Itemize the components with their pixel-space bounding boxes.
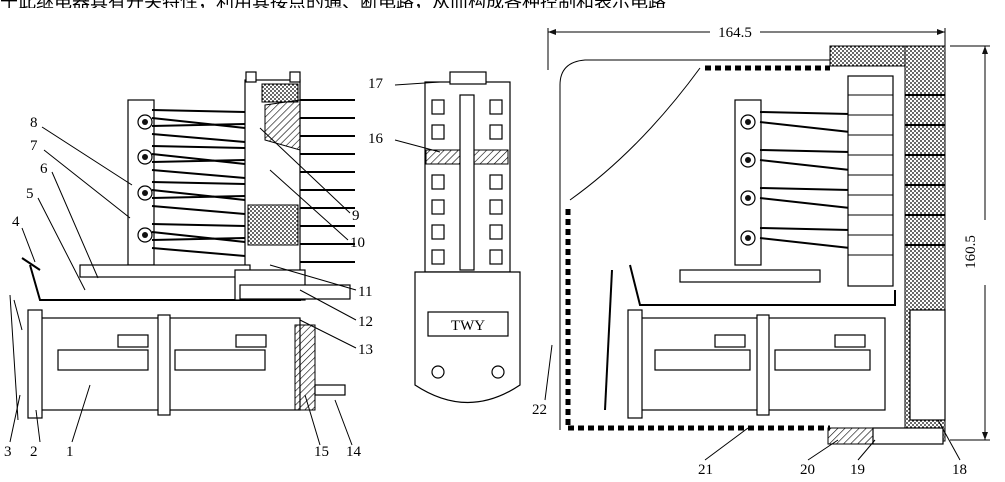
label-10: 10 <box>350 235 365 251</box>
label-9: 9 <box>352 208 360 224</box>
label-11: 11 <box>358 284 372 300</box>
label-1: 1 <box>66 444 74 460</box>
label-15: 15 <box>314 444 329 460</box>
label-4: 4 <box>12 214 20 230</box>
right-view: 164.5 160.5 <box>532 25 990 478</box>
label-3: 3 <box>4 444 12 460</box>
terminal-block-left <box>244 71 355 276</box>
middle-contacts <box>431 94 503 271</box>
plate-text: TWY <box>451 318 485 334</box>
label-17: 17 <box>368 76 384 92</box>
label-21: 21 <box>698 462 713 478</box>
label-18: 18 <box>952 462 967 478</box>
label-8: 8 <box>30 115 38 131</box>
contact-springs-left <box>127 99 246 266</box>
label-19: 19 <box>850 462 865 478</box>
coil-left <box>9 294 346 421</box>
label-22: 22 <box>532 402 547 418</box>
middle-view: TWY 17 16 <box>368 71 521 403</box>
label-13: 13 <box>358 342 373 358</box>
label-12: 12 <box>358 314 373 330</box>
label-6: 6 <box>40 161 48 177</box>
label-16: 16 <box>368 131 384 147</box>
dim-height: 160.5 <box>963 235 979 269</box>
label-2: 2 <box>30 444 38 460</box>
left-view: 3 2 1 4 5 6 7 8 9 10 11 12 13 14 15 <box>4 71 373 460</box>
leaders-left <box>9 126 357 446</box>
label-5: 5 <box>26 186 34 202</box>
dim-width: 164.5 <box>718 25 752 41</box>
top-caption: 于此继电器具有开关特性，利用其接点的通、断电路，从而构成各种控制和表示电路 <box>0 0 1005 8</box>
label-20: 20 <box>800 462 815 478</box>
armature-left <box>21 257 351 301</box>
label-14: 14 <box>346 444 362 460</box>
label-7: 7 <box>30 138 38 154</box>
